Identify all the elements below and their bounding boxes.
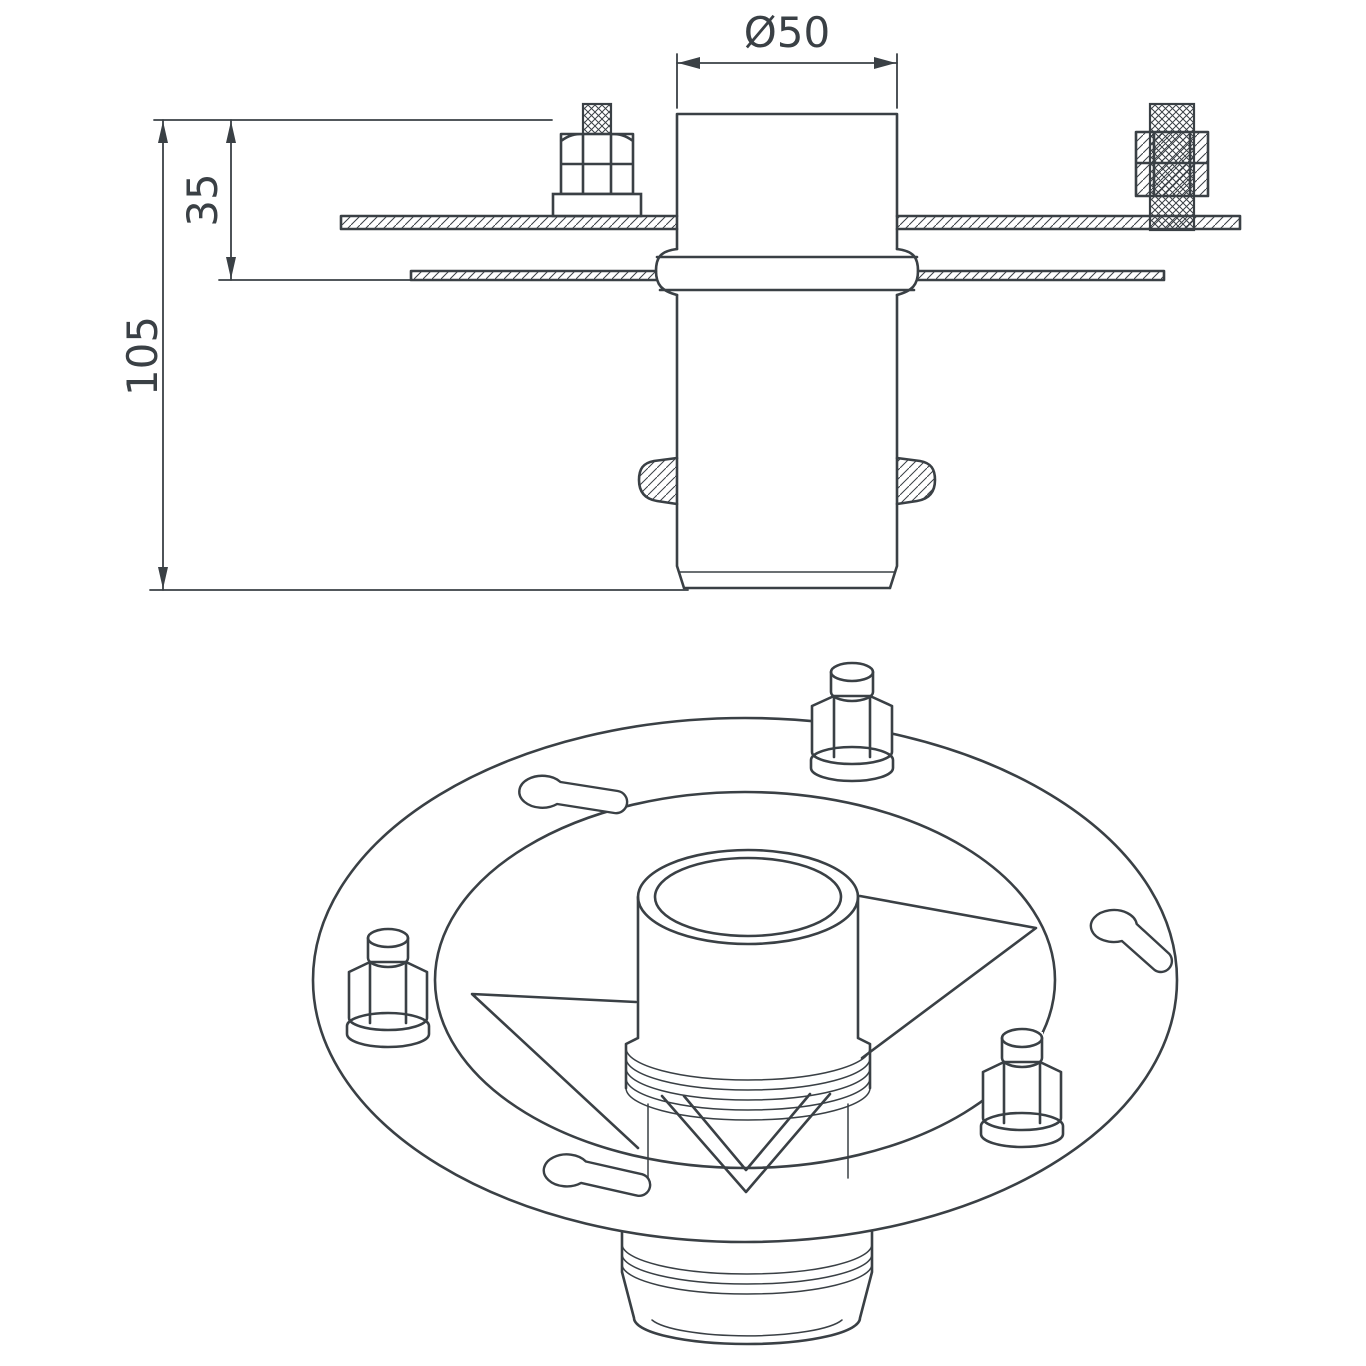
bolt-white	[981, 1120, 1063, 1135]
bolt-white	[811, 754, 893, 769]
bolt-assembly-left	[551, 102, 643, 218]
stud-assembly-right	[1134, 102, 1210, 232]
arrowheads	[158, 57, 896, 589]
bolt-hex-nut	[981, 1060, 1063, 1132]
side-view: Ø50 35 105	[118, 8, 1242, 591]
bolt-white	[347, 1020, 429, 1035]
bolt-washer	[979, 1111, 1065, 1149]
bolt-cap-top	[366, 927, 410, 949]
bolt-white	[812, 696, 892, 754]
iso-bolt-right	[979, 1027, 1065, 1149]
bolt-washer	[345, 1011, 431, 1049]
clamp-wing-right-outline	[895, 456, 937, 506]
bolt-hex-nut	[810, 694, 894, 766]
clamp-wing-right	[897, 458, 935, 504]
dimensions: Ø50 35 105	[118, 8, 898, 591]
pipe-body-white	[626, 897, 870, 1088]
iso-bolt-top	[809, 661, 895, 783]
bolt-white	[983, 1062, 1061, 1120]
anchor-vanes	[470, 894, 1038, 1194]
lower-plate-outline	[409, 269, 1166, 282]
outlet-thread-lines	[621, 1243, 873, 1337]
bolt-white	[349, 962, 427, 1020]
socket-lower-sides	[647, 1103, 849, 1179]
bolt-left-nuts	[559, 132, 635, 196]
dimension-lines	[162, 62, 898, 591]
pipe-body-outline	[624, 895, 872, 1090]
iso-bolt-left	[345, 927, 431, 1049]
pipe-bead	[654, 247, 920, 297]
stud-right-nuts	[1134, 130, 1210, 198]
dimension-label-offset: 35	[178, 173, 227, 226]
bolt-cap-top	[1000, 1027, 1044, 1049]
keyhole-slot-right	[1089, 908, 1174, 974]
extension-lines	[149, 53, 898, 591]
socket-thread-lines	[625, 1047, 871, 1121]
clamp-wing-left	[639, 458, 677, 504]
clamp-wing-left-outline	[637, 456, 679, 506]
outlet-outline	[620, 1230, 874, 1346]
pipe-outline	[675, 112, 899, 590]
bolt-washer	[809, 745, 895, 783]
dimension-label-diameter: Ø50	[744, 8, 831, 57]
bolt-left-stud	[581, 102, 613, 136]
bolt-cap-top	[829, 661, 875, 683]
keyhole-slot-bottom	[542, 1153, 652, 1197]
keyhole-slot-top-left	[518, 774, 629, 815]
center-pipe	[624, 848, 872, 1179]
lower-plate-hatch	[411, 271, 1164, 280]
upper-plate-hatch	[341, 216, 1240, 229]
isometric-view	[311, 661, 1179, 1346]
upper-plate-outline	[339, 214, 1242, 231]
bottom-outlet	[620, 1230, 874, 1346]
pipe-rim-inner	[653, 856, 843, 938]
bolt-left-washer	[551, 192, 643, 218]
dimension-label-height: 105	[118, 316, 167, 396]
bolt-hex-nut	[347, 960, 429, 1032]
flange-ring-outer	[311, 716, 1179, 1244]
